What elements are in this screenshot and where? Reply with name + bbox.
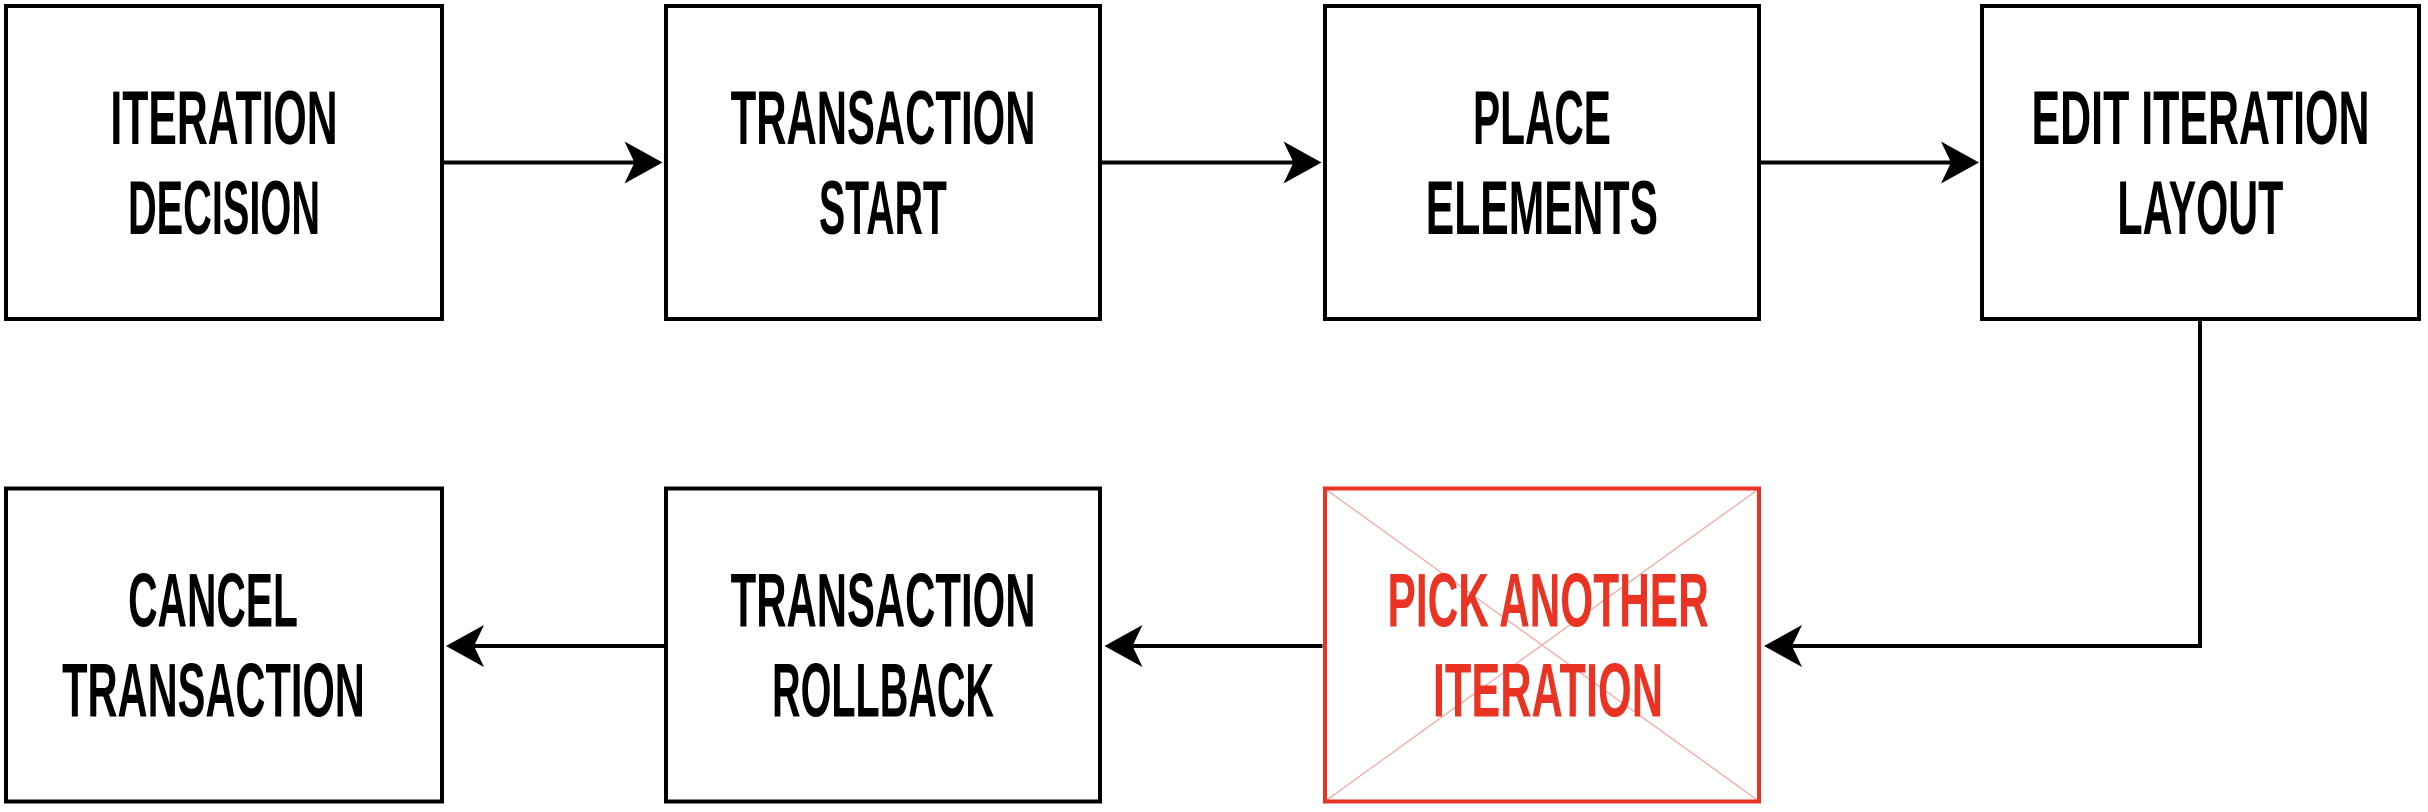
svg-text:DECISION: DECISION <box>128 165 320 250</box>
svg-text:EDIT ITERATION: EDIT ITERATION <box>2032 76 2370 161</box>
svg-text:ITERATION: ITERATION <box>110 76 337 161</box>
svg-text:PLACE: PLACE <box>1473 75 1611 160</box>
svg-text:ELEMENTS: ELEMENTS <box>1426 166 1658 251</box>
svg-text:START: START <box>819 165 947 250</box>
svg-text:CANCEL: CANCEL <box>128 558 298 643</box>
svg-text:TRANSACTION: TRANSACTION <box>731 76 1036 161</box>
svg-text:TRANSACTION: TRANSACTION <box>62 648 365 732</box>
svg-text:ROLLBACK: ROLLBACK <box>772 648 994 733</box>
svg-text:ITERATION: ITERATION <box>1433 649 1663 734</box>
svg-text:PICK ANOTHER: PICK ANOTHER <box>1388 559 1709 644</box>
svg-text:LAYOUT: LAYOUT <box>2117 166 2283 251</box>
svg-text:TRANSACTION: TRANSACTION <box>731 558 1036 643</box>
